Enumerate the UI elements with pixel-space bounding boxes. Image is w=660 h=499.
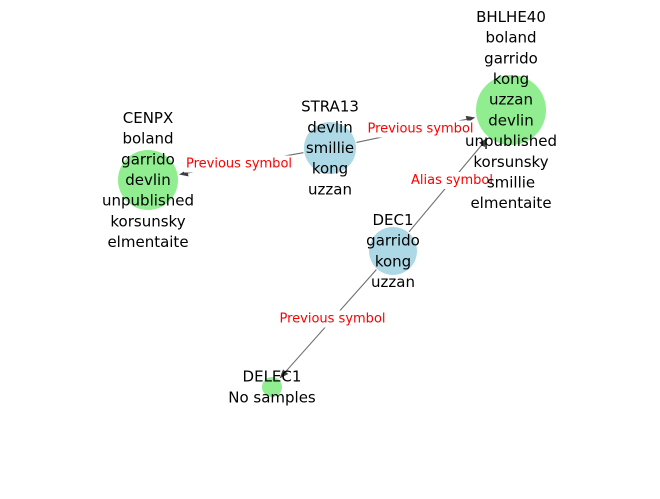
edge-label-text: Previous symbol xyxy=(186,157,292,172)
edge-label: Previous symbol xyxy=(183,155,295,173)
node-sample-label: unpublished xyxy=(465,132,557,150)
edge-label-bg xyxy=(365,120,476,138)
node-sample-label: boland xyxy=(122,130,173,148)
node-sample-label: elmentaite xyxy=(107,233,188,251)
edge-label-text: Alias symbol xyxy=(411,173,493,188)
node-title-BHLHE40: BHLHE40 xyxy=(476,8,546,26)
node-sample-label: devlin xyxy=(488,111,533,129)
node-label-CENPX: CENPX boland garrido devlin unpublished korsu… xyxy=(102,109,194,251)
node-circle-CENPX[interactable] xyxy=(118,150,178,210)
edge-arrowhead-icon xyxy=(279,369,289,379)
edge-label-text: Previous symbol xyxy=(367,122,473,137)
node-sample-label: uzzan xyxy=(371,273,415,291)
node-circle-BHLHE40[interactable] xyxy=(476,75,546,145)
node-sample-label: korsunsky xyxy=(110,212,185,230)
node-sample-label: garrido xyxy=(484,49,538,67)
node-sample-label: smillie xyxy=(487,173,535,191)
node-label-STRA13: STRA13 devlin smillie kong uzzan xyxy=(301,98,359,199)
nodes-layer xyxy=(118,75,546,397)
node-sample-label: uzzan xyxy=(489,91,533,109)
node-title-CENPX: CENPX xyxy=(123,109,174,127)
edge-label-text: Previous symbol xyxy=(279,312,385,327)
edge-label: Previous symbol xyxy=(277,310,388,328)
node-sample-label: uzzan xyxy=(308,180,352,198)
node-sample-label: kong xyxy=(312,160,348,178)
node-sample-label: garrido xyxy=(366,232,420,250)
node-title-STRA13: STRA13 xyxy=(301,98,359,116)
node-label-DELEC1: DELEC1 No samples xyxy=(228,368,316,407)
node-sample-label: garrido xyxy=(121,150,175,168)
node-labels-layer: CENPX boland garrido devlin unpublished korsu… xyxy=(102,8,557,407)
edge-label-bg xyxy=(183,155,295,173)
node-circle-DEC1[interactable] xyxy=(369,227,417,275)
edge-label-bg xyxy=(409,172,495,189)
node-sample-label: No samples xyxy=(228,388,316,406)
edge-arrowhead-icon xyxy=(479,137,488,148)
node-label-DEC1: DEC1 garrido kong uzzan xyxy=(366,211,420,291)
node-title-DELEC1: DELEC1 xyxy=(243,368,302,386)
node-sample-label: elmentaite xyxy=(470,194,551,212)
node-sample-label: kong xyxy=(493,70,529,88)
node-sample-label: boland xyxy=(485,29,536,47)
node-circle-DELEC1[interactable] xyxy=(262,377,282,397)
node-circle-STRA13[interactable] xyxy=(304,122,356,174)
node-sample-label: kong xyxy=(375,252,411,270)
edge-label: Alias symbol xyxy=(409,172,495,189)
node-title-DEC1: DEC1 xyxy=(372,211,413,229)
edge-label: Previous symbol xyxy=(365,120,476,138)
node-sample-label: unpublished xyxy=(102,192,194,210)
node-sample-label: korsunsky xyxy=(473,153,548,171)
node-sample-label: smillie xyxy=(306,139,354,157)
node-sample-label: devlin xyxy=(307,118,352,136)
node-sample-label: devlin xyxy=(125,171,170,189)
edge-label-bg xyxy=(277,310,388,328)
node-label-BHLHE40: BHLHE40 boland garrido kong uzzan devlin unpub… xyxy=(465,8,557,212)
